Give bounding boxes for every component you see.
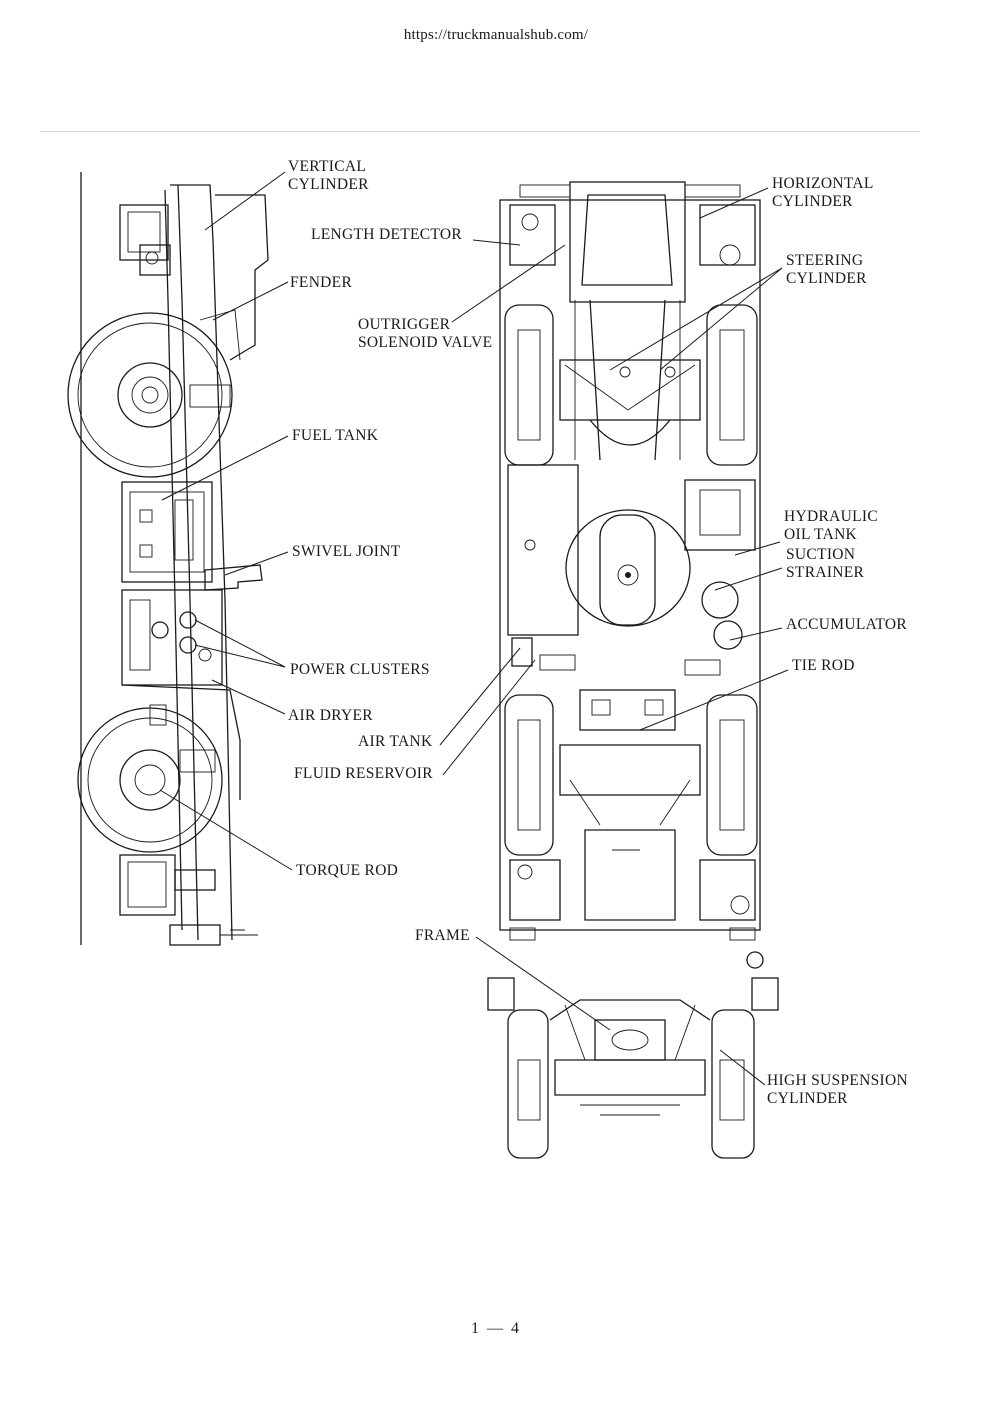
label-tie-rod: TIE ROD [792,657,855,674]
label-horizontal-cylinder: HORIZONTAL CYLINDER [772,175,874,210]
label-steering-cylinder: STEERING CYLINDER [786,252,867,287]
side-view [67,172,269,946]
header-rule [40,131,920,132]
label-fender: FENDER [290,274,353,291]
source-url: https://truckmanualshub.com/ [403,27,589,43]
top-view [499,181,764,969]
label-vertical-cylinder: VERTICAL CYLINDER [288,158,369,193]
label-frame: FRAME [415,927,470,944]
label-hydraulic-oil-tank: HYDRAULIC OIL TANK [784,508,878,543]
rear-view [487,977,779,1159]
label-fluid-reservoir: FLUID RESERVOIR [294,765,433,782]
label-accumulator: ACCUMULATOR [786,616,908,633]
label-air-dryer: AIR DRYER [288,707,373,724]
label-high-suspension-cylinder: HIGH SUSPENSION CYLINDER [767,1072,909,1107]
label-fuel-tank: FUEL TANK [292,427,379,444]
page-number: 1 — 4 [471,1320,521,1337]
label-swivel-joint: SWIVEL JOINT [292,543,401,560]
label-air-tank: AIR TANK [358,733,433,750]
label-suction-strainer: SUCTION STRAINER [786,546,865,581]
label-outrigger-solenoid-valve: OUTRIGGER SOLENOID VALVE [358,316,493,351]
label-length-detector: LENGTH DETECTOR [311,226,463,243]
leader-lines [159,171,789,1086]
label-power-clusters: POWER CLUSTERS [290,661,430,678]
label-torque-rod: TORQUE ROD [296,862,399,879]
